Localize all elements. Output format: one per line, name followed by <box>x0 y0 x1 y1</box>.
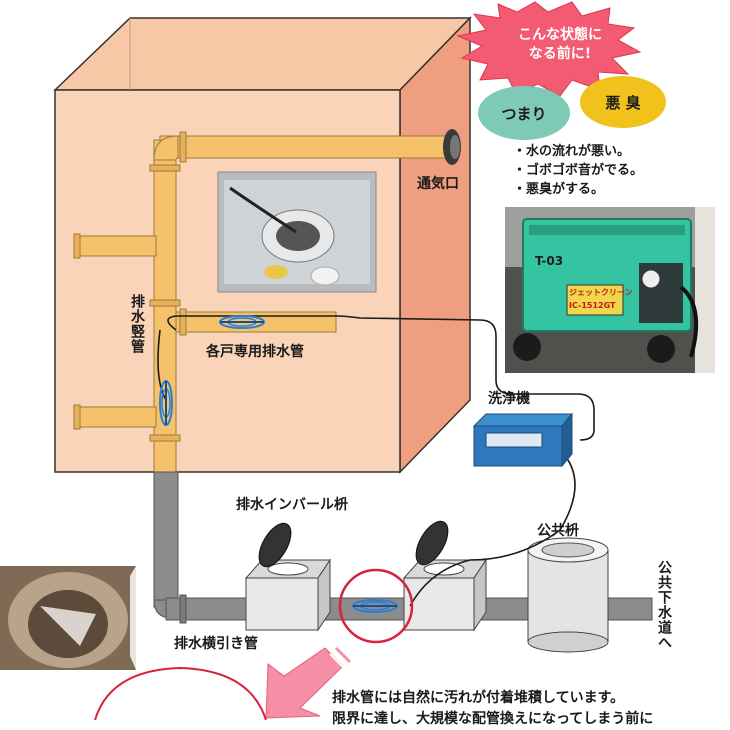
zoom-circle <box>94 666 267 720</box>
building-side-face <box>399 16 471 474</box>
basin2-front <box>403 577 475 631</box>
branch-stub-upper <box>77 235 157 257</box>
highlight-circle <box>338 568 414 644</box>
basin2-opening <box>423 562 465 576</box>
joint-2 <box>149 299 181 307</box>
cleaner-top <box>472 413 574 427</box>
basin1-front <box>245 577 319 631</box>
machine-model: T-03 <box>535 254 564 268</box>
branch-stub-upper-cap <box>73 233 81 259</box>
branch-stub-lower <box>77 406 157 428</box>
hose-to-basin <box>409 449 576 607</box>
branch-stub-lower-cap <box>73 404 81 430</box>
pipe-interior-photo <box>0 566 136 670</box>
unit-drain-joint <box>179 308 187 336</box>
pipe-debris <box>40 606 96 646</box>
vent-joint <box>179 131 187 163</box>
pipe-photo-drawing <box>0 566 136 670</box>
joint-1 <box>149 164 181 172</box>
nozzle-unit-drain <box>219 315 265 329</box>
lower-joint <box>179 594 187 624</box>
symptom-odor-badge: 悪 臭 <box>580 76 666 128</box>
horizontal-drain-pipe-4 <box>605 597 653 621</box>
basin2-lid <box>415 520 449 566</box>
cleaner-label: 洗浄機 <box>488 391 530 407</box>
cleaner-machine-photo: T-03 ジェットクリーン IC-1512GT <box>505 207 715 373</box>
symptom-item: ・水の流れが悪い。 <box>513 144 631 159</box>
cleaner-side <box>561 412 573 468</box>
alert-line-1: こんな状態に <box>518 27 602 43</box>
symptom-clog-badge: つまり <box>478 86 570 140</box>
vent-pipe <box>159 135 451 159</box>
sink-cap <box>310 266 340 286</box>
machine-gauge <box>641 269 661 289</box>
hose-into-vertical <box>157 329 167 401</box>
machine-brand: ジェットクリーン <box>569 288 633 297</box>
vent-label: 通気口 <box>417 176 459 192</box>
machine-handle <box>529 225 685 235</box>
public-basin-bottom <box>527 631 609 653</box>
description-line-1: 排水管には自然に汚れが付着堆積しています。 <box>332 690 625 706</box>
basin1-opening <box>267 562 309 576</box>
alert-burst-text: こんな状態に なる前に! <box>500 26 620 64</box>
public-basin-opening <box>541 542 595 558</box>
basin1-lid <box>258 522 292 568</box>
unit-drain-label: 各戸専用排水管 <box>206 344 304 360</box>
horizontal-drain-label: 排水横引き管 <box>174 636 258 652</box>
machine-photo-drawing <box>505 207 715 373</box>
inver-basin-label: 排水インバール枡 <box>236 497 348 513</box>
basin1-side <box>317 558 331 632</box>
symptom-item: ・悪臭がする。 <box>513 182 605 197</box>
down-left-arrow <box>265 646 352 719</box>
sewer-label: 公共下水道へ <box>656 560 672 650</box>
nozzle-horizontal <box>352 599 398 613</box>
symptom-odor-label: 悪 臭 <box>605 93 641 112</box>
cleaner-display <box>485 432 543 448</box>
hose-to-unit-drain <box>167 315 595 441</box>
public-basin-body <box>527 549 609 643</box>
machine-wheel-left <box>513 333 541 361</box>
bottom-description: 排水管には自然に汚れが付着堆積しています。 限界に達し、大規模な配管換えになって… <box>332 688 653 730</box>
photo-door <box>695 207 715 373</box>
symptom-item: ・ゴボゴボ音がでる。 <box>513 163 644 178</box>
horizontal-drain-pipe-1 <box>165 597 247 621</box>
vertical-drain-label: 排水竪管 <box>129 294 145 354</box>
symptom-clog-label: つまり <box>501 104 547 123</box>
alert-line-2: なる前に! <box>528 46 592 62</box>
symptom-list: ・水の流れが悪い。 ・ゴボゴボ音がでる。 ・悪臭がする。 <box>513 142 643 199</box>
lower-vertical-pipe <box>153 471 179 608</box>
machine-hose <box>679 285 699 358</box>
joint-3 <box>149 434 181 442</box>
pipe-edge <box>130 566 136 670</box>
sink-hose <box>229 186 297 234</box>
vent-elbow <box>153 135 179 161</box>
basin2-side <box>473 558 487 632</box>
public-basin-label: 公共枡 <box>537 523 579 539</box>
machine-wheel-right <box>647 335 675 363</box>
machine-label-plate <box>566 284 624 316</box>
sink-sponge <box>264 265 288 279</box>
building-top-face <box>53 17 472 91</box>
machine-tag: IC-1512GT <box>569 301 616 310</box>
sink-drain-hole <box>276 221 320 251</box>
vent-outlet-inner <box>450 135 460 159</box>
nozzle-vertical <box>159 380 173 426</box>
